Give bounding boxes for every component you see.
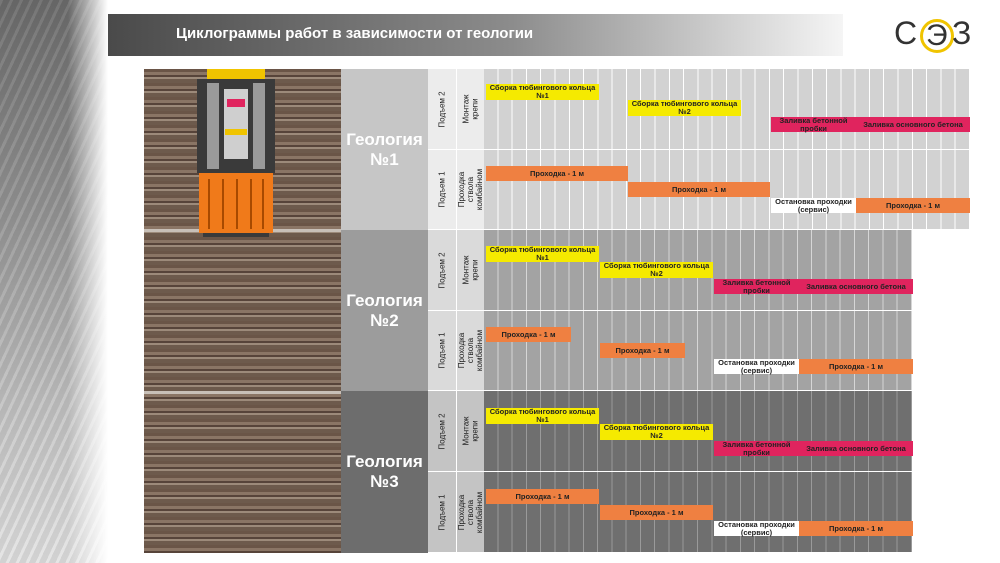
operation-label: Проходка ствола комбайном: [456, 150, 484, 230]
schedule-bar: Остановка проходки (сервис): [714, 358, 799, 374]
schedule-bar: Проходка - 1 м: [628, 182, 770, 197]
geology-number: №2: [370, 310, 399, 330]
schedule-bar: Сборка тюбингового кольца №2: [600, 424, 713, 440]
geology-title: Геология: [346, 452, 423, 471]
schedule-bar: Заливка основного бетона: [799, 441, 913, 456]
lift-label: Подъем 2: [428, 230, 456, 311]
logo-ring-icon: Э: [920, 19, 954, 53]
soil-divider: [144, 391, 341, 394]
schedule-bar: Проходка - 1 м: [486, 327, 571, 342]
operation-label: Проходка ствола комбайном: [456, 311, 484, 391]
schedule-bar: Заливка бетонной пробки: [714, 440, 799, 456]
schedule-bar: Проходка - 1 м: [486, 489, 599, 504]
operation-label: Монтаж крепи: [456, 230, 484, 311]
geology-title: Геология: [346, 290, 423, 310]
schedule-bar: Заливка бетонной пробки: [714, 278, 799, 294]
shaft-machine-illustration: [197, 69, 275, 237]
schedule-bar: Сборка тюбингового кольца №2: [600, 262, 713, 278]
schedule-bar: Проходка - 1 м: [600, 343, 685, 358]
schedule-bar: Проходка - 1 м: [856, 198, 970, 213]
schedule-bar: Проходка - 1 м: [799, 359, 913, 374]
schedule-bar: Проходка - 1 м: [486, 166, 628, 181]
geology-number: №1: [370, 149, 399, 169]
schedule-bar: Сборка тюбингового кольца №1: [486, 408, 599, 424]
lift-label: Подъем 2: [428, 69, 456, 150]
geology-number: №3: [370, 472, 399, 491]
lift-label: Подъем 1: [428, 150, 456, 230]
schedule-bar: Сборка тюбингового кольца №2: [628, 100, 741, 116]
operation-label: Проходка ствола комбайном: [456, 472, 484, 553]
schedule-bar: Проходка - 1 м: [600, 505, 713, 520]
lift-label: Подъем 2: [428, 391, 456, 472]
schedule-bar: Проходка - 1 м: [799, 521, 913, 536]
slide-title: Циклограммы работ в зависимости от геоло…: [176, 25, 534, 42]
lift-label: Подъем 1: [428, 311, 456, 391]
schedule-bar: Остановка проходки (сервис): [714, 520, 799, 536]
title-bar: [108, 14, 843, 56]
timeline-grid: [484, 311, 912, 391]
background-photo: [0, 0, 108, 563]
geology-title: Геология: [346, 129, 423, 149]
schedule-bar: Заливка бетонной пробки: [771, 116, 856, 132]
schedule-bar: Заливка основного бетона: [856, 117, 970, 132]
schedule-bar: Сборка тюбингового кольца №1: [486, 246, 599, 262]
lift-label: Подъем 1: [428, 472, 456, 553]
schedule-bar: Заливка основного бетона: [799, 279, 913, 294]
schedule-bar: Остановка проходки (сервис): [771, 197, 856, 213]
timeline-grid: [484, 391, 912, 472]
schedule-bar: Сборка тюбингового кольца №1: [486, 84, 599, 100]
company-logo: С Э З: [894, 15, 971, 53]
operation-label: Монтаж крепи: [456, 69, 484, 150]
operation-label: Монтаж крепи: [456, 391, 484, 472]
